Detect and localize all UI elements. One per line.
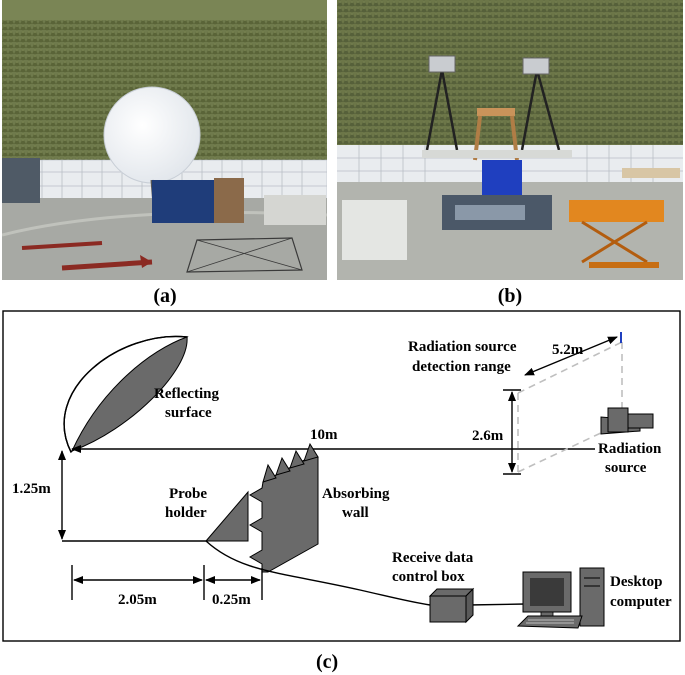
distance-10m-label: 10m: [310, 427, 338, 443]
probe-holder-label: Probe holder: [165, 486, 211, 521]
width-5-2m-label: 5.2m: [552, 342, 584, 358]
radiation-source-icon: [600, 407, 654, 435]
desktop-computer-icon: [516, 567, 605, 629]
absorbing-wall-shape: [249, 456, 319, 573]
diagram-frame: [2, 310, 681, 642]
diagram-c-measurement-setup: Reflecting surface 10m 5.2m Radiation so…: [2, 310, 681, 673]
reflecting-surface-shape: [63, 335, 189, 454]
reflecting-surface-label: Reflecting surface: [154, 386, 223, 421]
desktop-computer-label: Desktop computer: [610, 574, 672, 610]
dist-2-05m-label: 2.05m: [118, 592, 157, 608]
height-2-6m-label: 2.6m: [472, 428, 504, 444]
panel-label-a: (a): [153, 285, 177, 307]
radiation-source-label: Radiation source: [598, 441, 665, 476]
probe-holder-shape: [204, 490, 249, 542]
data-cable: [205, 540, 431, 606]
absorbing-wall-label: Absorbing wall: [322, 486, 393, 521]
panel-label-c: (c): [316, 651, 338, 673]
width-5-2m-arrow: [524, 336, 618, 376]
photo-b-radiation-source-chamber: [337, 0, 683, 280]
receive-data-box-label: Receive data control box: [392, 550, 477, 585]
height-1-25m-label: 1.25m: [12, 481, 51, 497]
dist-0-25m-label: 0.25m: [212, 592, 251, 608]
photo-a-reflector-chamber: [2, 0, 327, 280]
detection-range-label: Radiation source detection range: [408, 339, 520, 375]
receive-data-box-icon: [428, 587, 475, 624]
absorbing-wall-spikes: [262, 442, 319, 483]
panel-label-b: (b): [497, 285, 523, 307]
